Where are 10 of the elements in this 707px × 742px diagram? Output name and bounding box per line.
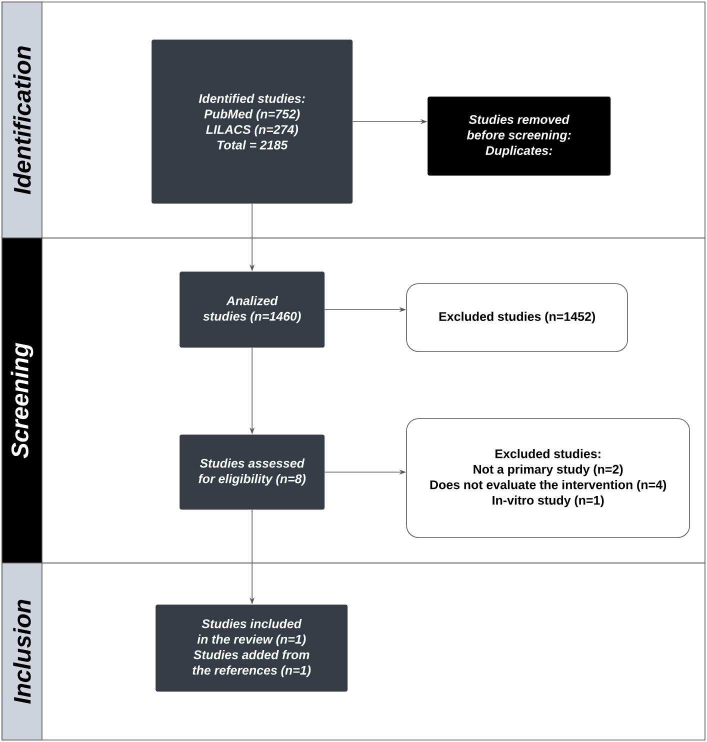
- stage-label: Identification: [2, 2, 42, 238]
- stage-label: Inclusion: [2, 562, 42, 740]
- stage-label: Screening: [2, 238, 42, 564]
- process-box: Analized studies (n=1460): [180, 272, 325, 348]
- process-box: Identified studies: PubMed (n=752) LILACS (n=274) Total = 2185: [152, 40, 353, 204]
- process-box: Studies included in the review (n=1) Studies added from the references (n=1): [156, 604, 348, 692]
- exclusion-box: Excluded studies (n=1452): [406, 283, 628, 352]
- process-box: Studies assessed for eligibility (n=8): [180, 434, 325, 510]
- exclusion-box: Excluded studies: Not a primary study (n=2) Does not evaluate the intervention (n=4) In-vitro study (n=1): [406, 418, 690, 538]
- process-box: Studies removed before screening: Duplicates:: [428, 96, 611, 176]
